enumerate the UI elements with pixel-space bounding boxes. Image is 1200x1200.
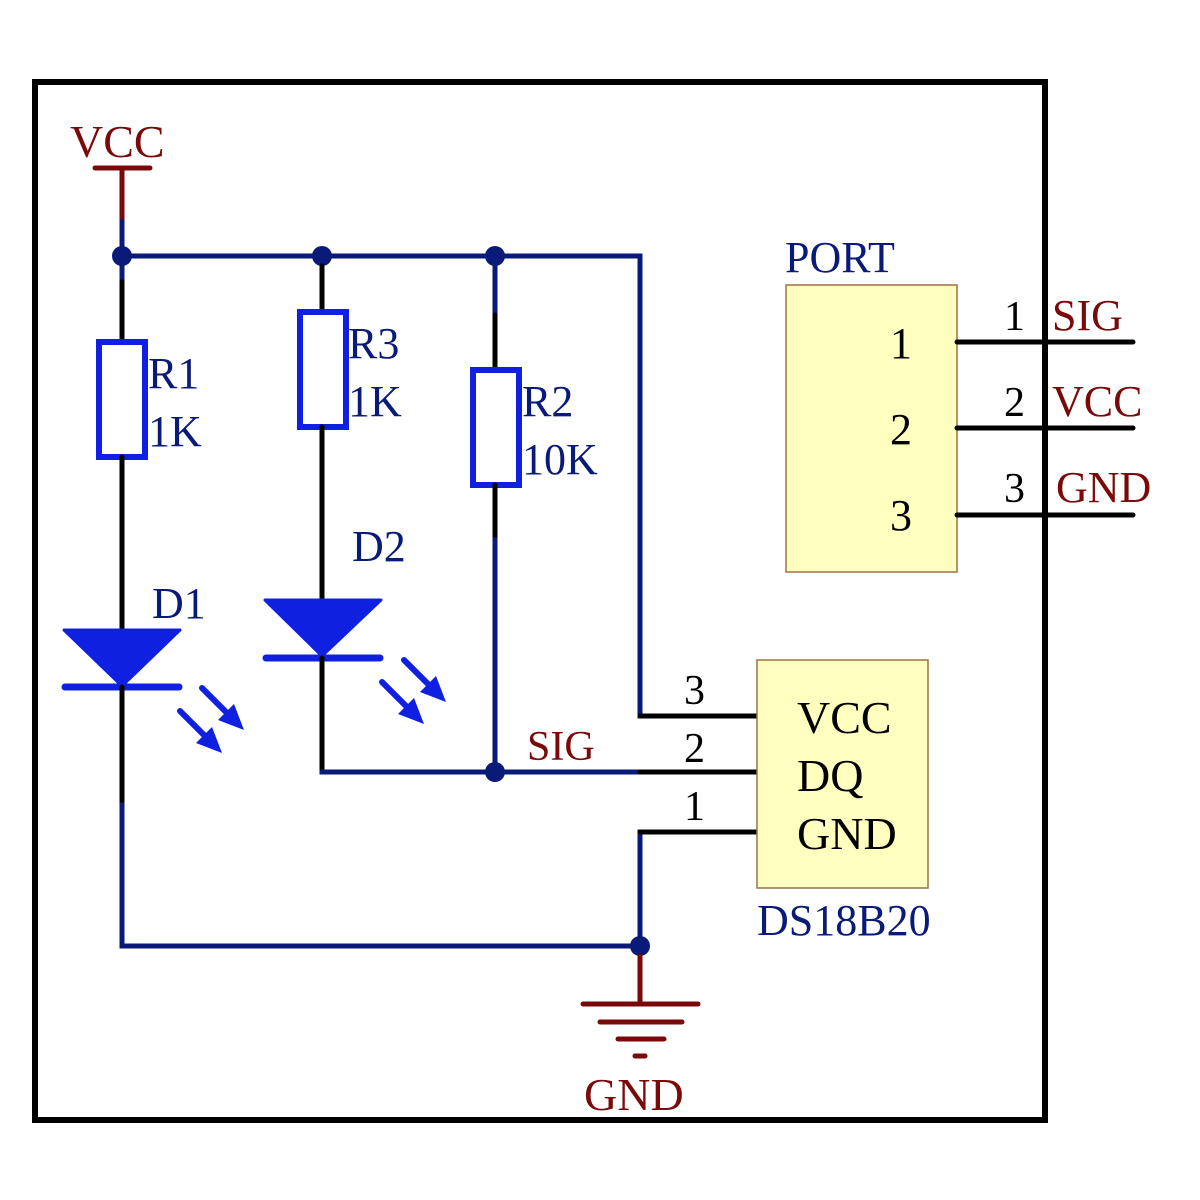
gnd-power-symbol: GND (580, 953, 701, 1120)
port-name: PORT (785, 233, 895, 282)
d1-ref: D1 (152, 579, 206, 628)
vcc-label: VCC (70, 116, 165, 167)
gnd-net (119, 713, 760, 956)
sensor-pin-name: VCC (797, 692, 892, 743)
port-pin-inner-num: 2 (890, 405, 912, 454)
port-connector: PORT 1 2 3 1 2 3 SIG VCC GND (785, 233, 1151, 573)
sig-net-label: SIG (527, 724, 595, 770)
sig-net: SIG (319, 724, 760, 782)
r1-value: 1K (148, 407, 202, 456)
vcc-rail (112, 219, 643, 719)
sensor-pin-num: 2 (684, 726, 705, 772)
port-pin-num: 2 (1004, 380, 1025, 426)
diode-triangle-icon (62, 628, 182, 688)
sensor-name: DS18B20 (757, 896, 931, 945)
sensor-pin-num: 3 (684, 668, 705, 714)
resistor-r2: R2 10K (470, 312, 598, 775)
port-pin-inner-num: 3 (890, 491, 912, 540)
vcc-power-symbol: VCC (70, 116, 165, 225)
junction-dot (112, 246, 132, 266)
port-pin-num: 3 (1004, 466, 1025, 512)
port-net-label: GND (1056, 463, 1151, 512)
ds18b20-sensor: 3 2 1 VCC DQ GND DS18B20 (684, 659, 931, 945)
light-emission-arrows-icon (177, 685, 244, 753)
port-net-label: VCC (1052, 377, 1142, 426)
schematic-border (32, 79, 1048, 1123)
junction-dot (312, 246, 332, 266)
resistor-r1: R1 1K (96, 279, 202, 633)
port-pin-inner-num: 1 (890, 319, 912, 368)
sensor-pin-name: GND (797, 808, 897, 859)
r3-value: 1K (348, 377, 402, 426)
junction-dot (485, 246, 505, 266)
r1-ref: R1 (148, 349, 199, 398)
r3-ref: R3 (348, 319, 399, 368)
gnd-label: GND (584, 1069, 684, 1120)
light-emission-arrows-icon (379, 657, 446, 724)
sensor-pin-name: DQ (797, 750, 863, 801)
d2-ref: D2 (352, 522, 406, 571)
sensor-pin-num: 1 (684, 784, 705, 830)
led-d1: D1 (61, 579, 244, 808)
resistor-r3: R3 1K (297, 263, 402, 603)
junction-dot (630, 936, 650, 956)
port-net-label: SIG (1052, 291, 1123, 340)
led-d2: D2 (262, 522, 446, 775)
junction-dot (485, 762, 505, 782)
diode-triangle-icon (263, 598, 383, 658)
r2-ref: R2 (522, 377, 573, 426)
port-pin-num: 1 (1004, 294, 1025, 340)
r2-value: 10K (522, 435, 598, 484)
